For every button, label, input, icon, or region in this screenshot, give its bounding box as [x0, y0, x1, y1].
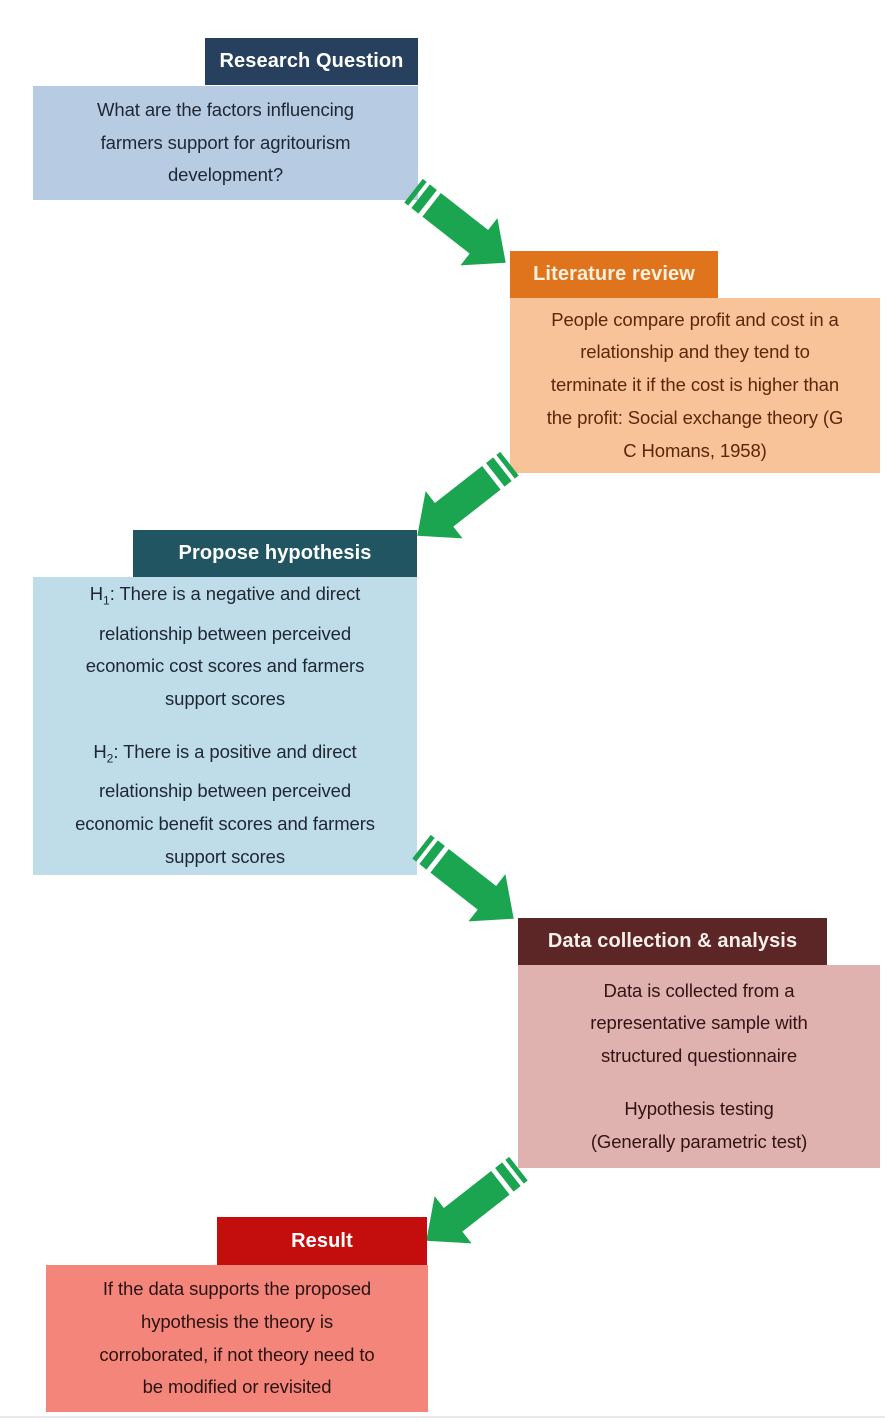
text-line: support scores: [165, 846, 285, 868]
text-line: support scores: [165, 688, 285, 710]
text-line: People compare profit and cost in a: [551, 308, 839, 330]
striped-arrow-down-left-icon: [406, 1144, 539, 1267]
striped-arrow-down-right-icon: [394, 166, 527, 289]
text-line: (Generally parametric test): [590, 1130, 808, 1152]
text-line: representative sample with: [590, 1012, 808, 1034]
step-header-data-collection-analysis: Data collection & analysis: [518, 918, 827, 965]
hypothesis-2-lines: relationship between perceived economic b…: [33, 775, 417, 873]
striped-arrow-down-right-icon: [402, 822, 535, 945]
text-line: relationship between perceived: [98, 622, 352, 644]
step-body-result: If the data supports the proposed hypothe…: [46, 1265, 428, 1412]
striped-arrow-down-left-icon: [397, 439, 530, 562]
step-body-literature-review: People compare profit and cost in a relat…: [510, 298, 880, 473]
hypothesis-1: H1: There is a negative and direct relat…: [33, 578, 417, 716]
slide-bottom-edge: [0, 1416, 885, 1418]
text-line: farmers support for agritourism: [100, 131, 351, 153]
data-collection-paragraph: Data is collected from a representative s…: [518, 975, 880, 1073]
hypothesis-testing-paragraph: Hypothesis testing (Generally parametric …: [518, 1093, 880, 1159]
text-line: hypothesis the theory is: [141, 1310, 333, 1332]
hypothesis-2: H2: There is a positive and direct relat…: [33, 736, 417, 874]
text-line: terminate it if the cost is higher than: [550, 374, 840, 396]
step-body-data-collection-analysis: Data is collected from a representative s…: [518, 965, 880, 1168]
text-line: What are the factors influencing: [97, 98, 354, 120]
step-header-result: Result: [217, 1217, 427, 1265]
text-line: C Homans, 1958): [623, 439, 767, 461]
step-header-literature-review: Literature review: [510, 251, 718, 298]
text-line: economic benefit scores and farmers: [75, 813, 375, 835]
text-line: If the data supports the proposed: [102, 1277, 372, 1299]
text-line: Data is collected from a: [603, 979, 795, 1001]
text-line: be modified or revisited: [142, 1376, 332, 1398]
step-body-propose-hypothesis: H1: There is a negative and direct relat…: [33, 577, 417, 875]
text-line: Hypothesis testing: [624, 1097, 774, 1119]
hypothesis-1-lines: relationship between perceived economic c…: [33, 618, 417, 716]
text-line: corroborated, if not theory need to: [99, 1343, 375, 1365]
step-header-research-question: Research Question: [205, 38, 418, 85]
text-line: H1: There is a negative and direct: [89, 583, 361, 608]
text-line: development?: [167, 164, 284, 186]
text-line: relationship between perceived: [98, 780, 352, 802]
text-line: economic cost scores and farmers: [85, 655, 365, 677]
text-line: relationship and they tend to: [580, 341, 810, 363]
step-body-research-question: What are the factors influencing farmers …: [33, 86, 418, 200]
text-line: H2: There is a positive and direct: [93, 741, 357, 766]
step-header-propose-hypothesis: Propose hypothesis: [133, 530, 417, 577]
text-line: structured questionnaire: [600, 1045, 798, 1067]
text-line: the profit: Social exchange theory (G: [546, 406, 844, 428]
